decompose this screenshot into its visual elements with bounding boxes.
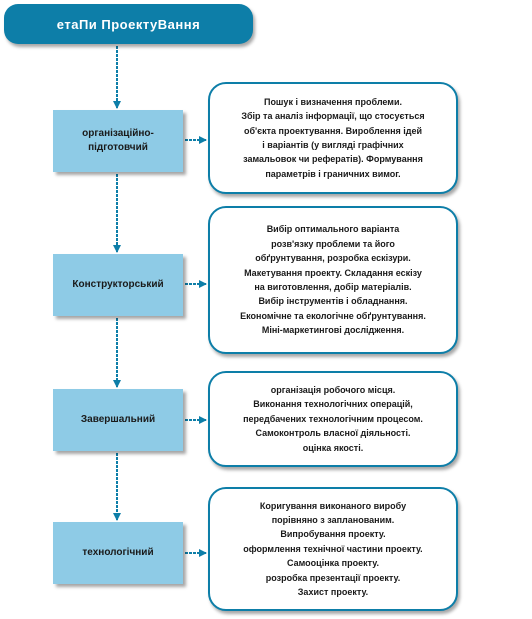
description-line: порівняно з запланованим.	[271, 514, 395, 525]
description-line: об'єкта проектування. Вироблення ідей	[243, 125, 423, 136]
stage-description-box: Коригування виконаного виробу порівняно …	[208, 487, 458, 611]
stage-description-box: Пошук і визначення проблеми. Збір та ана…	[208, 82, 458, 194]
stage-box: технологічний	[53, 522, 183, 584]
stage-box: організаційно-підготовчий	[53, 110, 183, 172]
description-line: передбачених технологічним процесом.	[243, 413, 423, 424]
description-line: Вибір оптимального варіанта	[266, 224, 400, 235]
description-line: Виконання технологічних операцій,	[253, 399, 413, 410]
description-line: Захист проекту.	[297, 587, 369, 598]
stage-description-box: організація робочого місця. Виконання те…	[208, 371, 458, 467]
description-line: оформлення технічної частини проекту.	[243, 543, 423, 554]
description-line: Самооцінка проекту.	[287, 558, 379, 569]
description-text: Коригування виконаного виробу порівняно …	[243, 499, 422, 600]
description-line: Коригування виконаного виробу	[259, 500, 407, 511]
diagram-title: етаПи ПроектуВання	[4, 4, 253, 44]
description-line: параметрів і граничних вимог.	[265, 168, 401, 179]
description-line: Макетування проекту. Складання ескізу	[244, 267, 422, 278]
description-text: Вибір оптимального варіанта розв'язку пр…	[240, 222, 426, 337]
description-line: Самоконтроль власної діяльності.	[255, 428, 411, 439]
description-line: Збір та аналіз інформації, що стосується	[241, 111, 425, 122]
description-line: Випробування проекту.	[280, 529, 386, 540]
description-line: Вибір інструментів і обладнання.	[258, 296, 408, 307]
description-line: Міні-маркетингові дослідження.	[261, 325, 405, 336]
description-line: організація робочого місця.	[270, 384, 396, 395]
description-line: оцінка якості.	[302, 442, 364, 453]
description-text: організація робочого місця. Виконання те…	[243, 383, 423, 455]
stage-box: Завершальний	[53, 389, 183, 451]
description-line: розробка презентації проекту.	[265, 572, 401, 583]
stage-box: Конструкторський	[53, 254, 183, 316]
description-line: на виготовлення, добір матеріалів.	[254, 282, 412, 292]
description-line: замальовок чи рефератів). Формування	[243, 154, 423, 165]
description-text: Пошук і визначення проблеми. Збір та ана…	[241, 95, 424, 181]
description-line: Економічне та екологічне обґрунтування.	[240, 310, 426, 321]
description-line: обґрунтування, розробка ескізури.	[255, 253, 411, 264]
stage-description-box: Вибір оптимального варіанта розв'язку пр…	[208, 206, 458, 354]
description-line: розв'язку проблеми та його	[271, 238, 395, 249]
description-line: Пошук і визначення проблеми.	[263, 96, 403, 107]
description-line: і варіантів (у вигляді графічних	[262, 140, 404, 150]
